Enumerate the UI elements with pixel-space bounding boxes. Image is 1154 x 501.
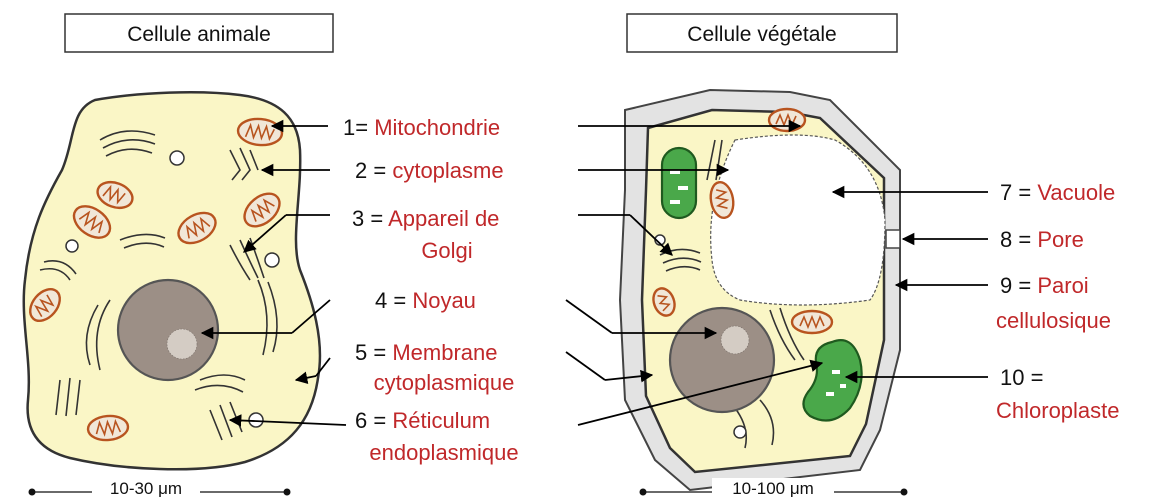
plant-title: Cellule végétale	[687, 23, 836, 46]
animal-nucleolus	[167, 329, 197, 359]
label-6-line2: endoplasmique	[369, 440, 518, 465]
label-10-line2: Chloroplaste	[996, 398, 1120, 423]
label-9-line2: cellulosique	[996, 308, 1111, 333]
animal-nucleus	[118, 280, 218, 380]
plant-scale-label: 10-100 μm	[732, 479, 814, 498]
label-7: 7 = Vacuole	[1000, 180, 1115, 205]
animal-scale-bar: 10-30 μm	[29, 478, 291, 498]
right-labels: 7 = Vacuole 8 = Pore 9 = Paroi cellulosi…	[996, 180, 1120, 423]
label-6: 6 = Réticulum	[355, 408, 490, 433]
plant-title-box: Cellule végétale	[627, 14, 897, 52]
label-5: 5 = Membrane	[355, 340, 497, 365]
label-3: 3 = Appareil de	[352, 206, 499, 231]
label-5-line2: cytoplasmique	[374, 370, 515, 395]
plant-cell	[620, 90, 900, 490]
label-4: 4 = Noyau	[375, 288, 476, 313]
animal-title-box: Cellule animale	[65, 14, 333, 52]
animal-cell	[24, 92, 320, 469]
label-2: 2 = cytoplasme	[355, 158, 504, 183]
label-1: 1= Mitochondrie	[343, 115, 500, 140]
label-10: 10 =	[1000, 365, 1043, 390]
plant-vacuole	[711, 135, 885, 305]
label-8: 8 = Pore	[1000, 227, 1084, 252]
label-3-line2: Golgi	[421, 238, 472, 263]
plant-pore	[886, 230, 900, 248]
leader-5-plant-a	[566, 352, 605, 380]
plant-nucleolus	[721, 326, 749, 354]
center-labels: 1= Mitochondrie 2 = cytoplasme 3 = Appar…	[343, 115, 519, 465]
animal-scale-label: 10-30 μm	[110, 479, 182, 498]
leader-4-plant-a	[566, 300, 612, 333]
animal-title: Cellule animale	[127, 23, 271, 46]
label-9: 9 = Paroi	[1000, 273, 1089, 298]
plant-nucleus	[670, 308, 774, 412]
